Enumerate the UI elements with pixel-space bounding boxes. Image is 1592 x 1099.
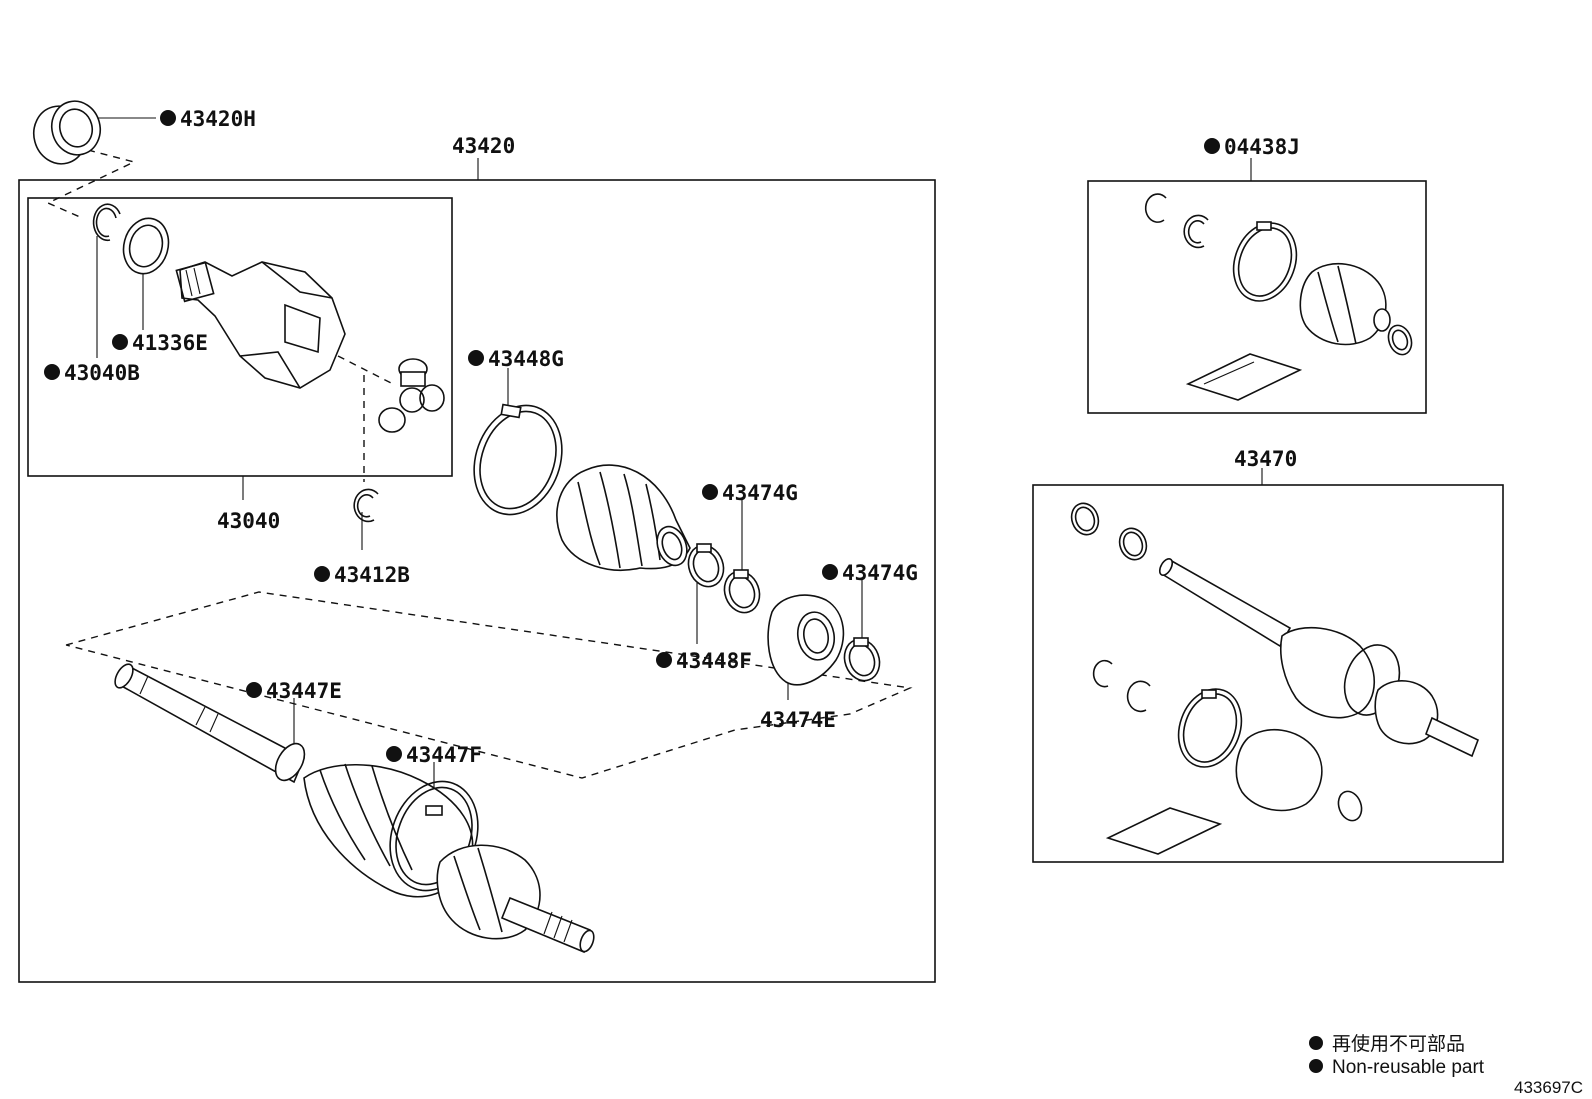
clamp-43474g-a (723, 569, 761, 614)
snap-ring-43040b (92, 203, 121, 242)
legend-jp-text: 再使用不可部品 (1332, 1033, 1465, 1055)
callout-label-43447e: 43447E (266, 679, 342, 703)
callout-43447e[interactable]: 43447E (246, 679, 342, 703)
callout-43447f[interactable]: 43447F (386, 743, 482, 767)
outer-race-43040 (175, 261, 346, 389)
frame-04438J (1087, 180, 1427, 414)
clamp-43448f (687, 543, 725, 588)
callout-label-43448g: 43448G (488, 347, 564, 371)
callout-43420h[interactable]: 43420H (160, 107, 256, 131)
callout-label-43040b: 43040B (64, 361, 140, 385)
callout-43474e[interactable]: 43474E (760, 708, 836, 732)
callout-43470[interactable]: 43470 (1234, 447, 1297, 471)
callout-43474g-a[interactable]: 43474G (702, 481, 798, 505)
seal-43420h (32, 100, 102, 165)
callout-43040[interactable]: 43040 (217, 509, 280, 533)
callout-41336e[interactable]: 41336E (112, 331, 208, 355)
frame-43470 (1032, 484, 1504, 863)
callout-label-43474e: 43474E (760, 708, 836, 732)
kit-04438j (1144, 193, 1413, 401)
leader-lines (96, 117, 1263, 808)
callout-label-43040: 43040 (217, 509, 280, 533)
tripod-joint (378, 358, 445, 433)
callout-04438j[interactable]: 04438J (1204, 135, 1300, 159)
frame-43040 (27, 197, 453, 477)
callout-label-43470: 43470 (1234, 447, 1297, 471)
callout-label-43412b: 43412B (334, 563, 410, 587)
legend-en-text: Non-reusable part (1332, 1057, 1485, 1078)
callout-label-43420h: 43420H (180, 107, 256, 131)
callout-43448f[interactable]: 43448F (656, 649, 752, 673)
callout-label-04438j: 04438J (1224, 135, 1300, 159)
callout-label-41336e: 41336E (132, 331, 208, 355)
seal-41336e (122, 217, 170, 275)
boot-43474e (767, 594, 845, 686)
clamp-43474g-b (843, 637, 881, 682)
boot-inboard (556, 464, 691, 571)
callout-43040b[interactable]: 43040B (44, 361, 140, 385)
diagram-code: 433697C (1514, 1078, 1583, 1097)
legend: 再使用不可部品 Non-reusable part (1309, 1033, 1485, 1078)
snap-ring-43412b (353, 488, 379, 523)
drive-shaft-main (114, 663, 595, 954)
callout-label-43447f: 43447F (406, 743, 482, 767)
clamp-43448g (473, 403, 563, 516)
frame-43420 (18, 179, 936, 983)
callout-43448g[interactable]: 43448G (468, 347, 564, 371)
callout-43420[interactable]: 43420 (452, 134, 515, 158)
callout-label-43420: 43420 (452, 134, 515, 158)
callout-43474g-b[interactable]: 43474G (822, 561, 918, 585)
callout-43412b[interactable]: 43412B (314, 563, 410, 587)
callout-label-43448f: 43448F (676, 649, 752, 673)
callout-label-43474g-b: 43474G (842, 561, 918, 585)
assembly-dashed-lines (46, 149, 913, 779)
callout-label-43474g-a: 43474G (722, 481, 798, 505)
assembly-43470 (1070, 502, 1480, 855)
